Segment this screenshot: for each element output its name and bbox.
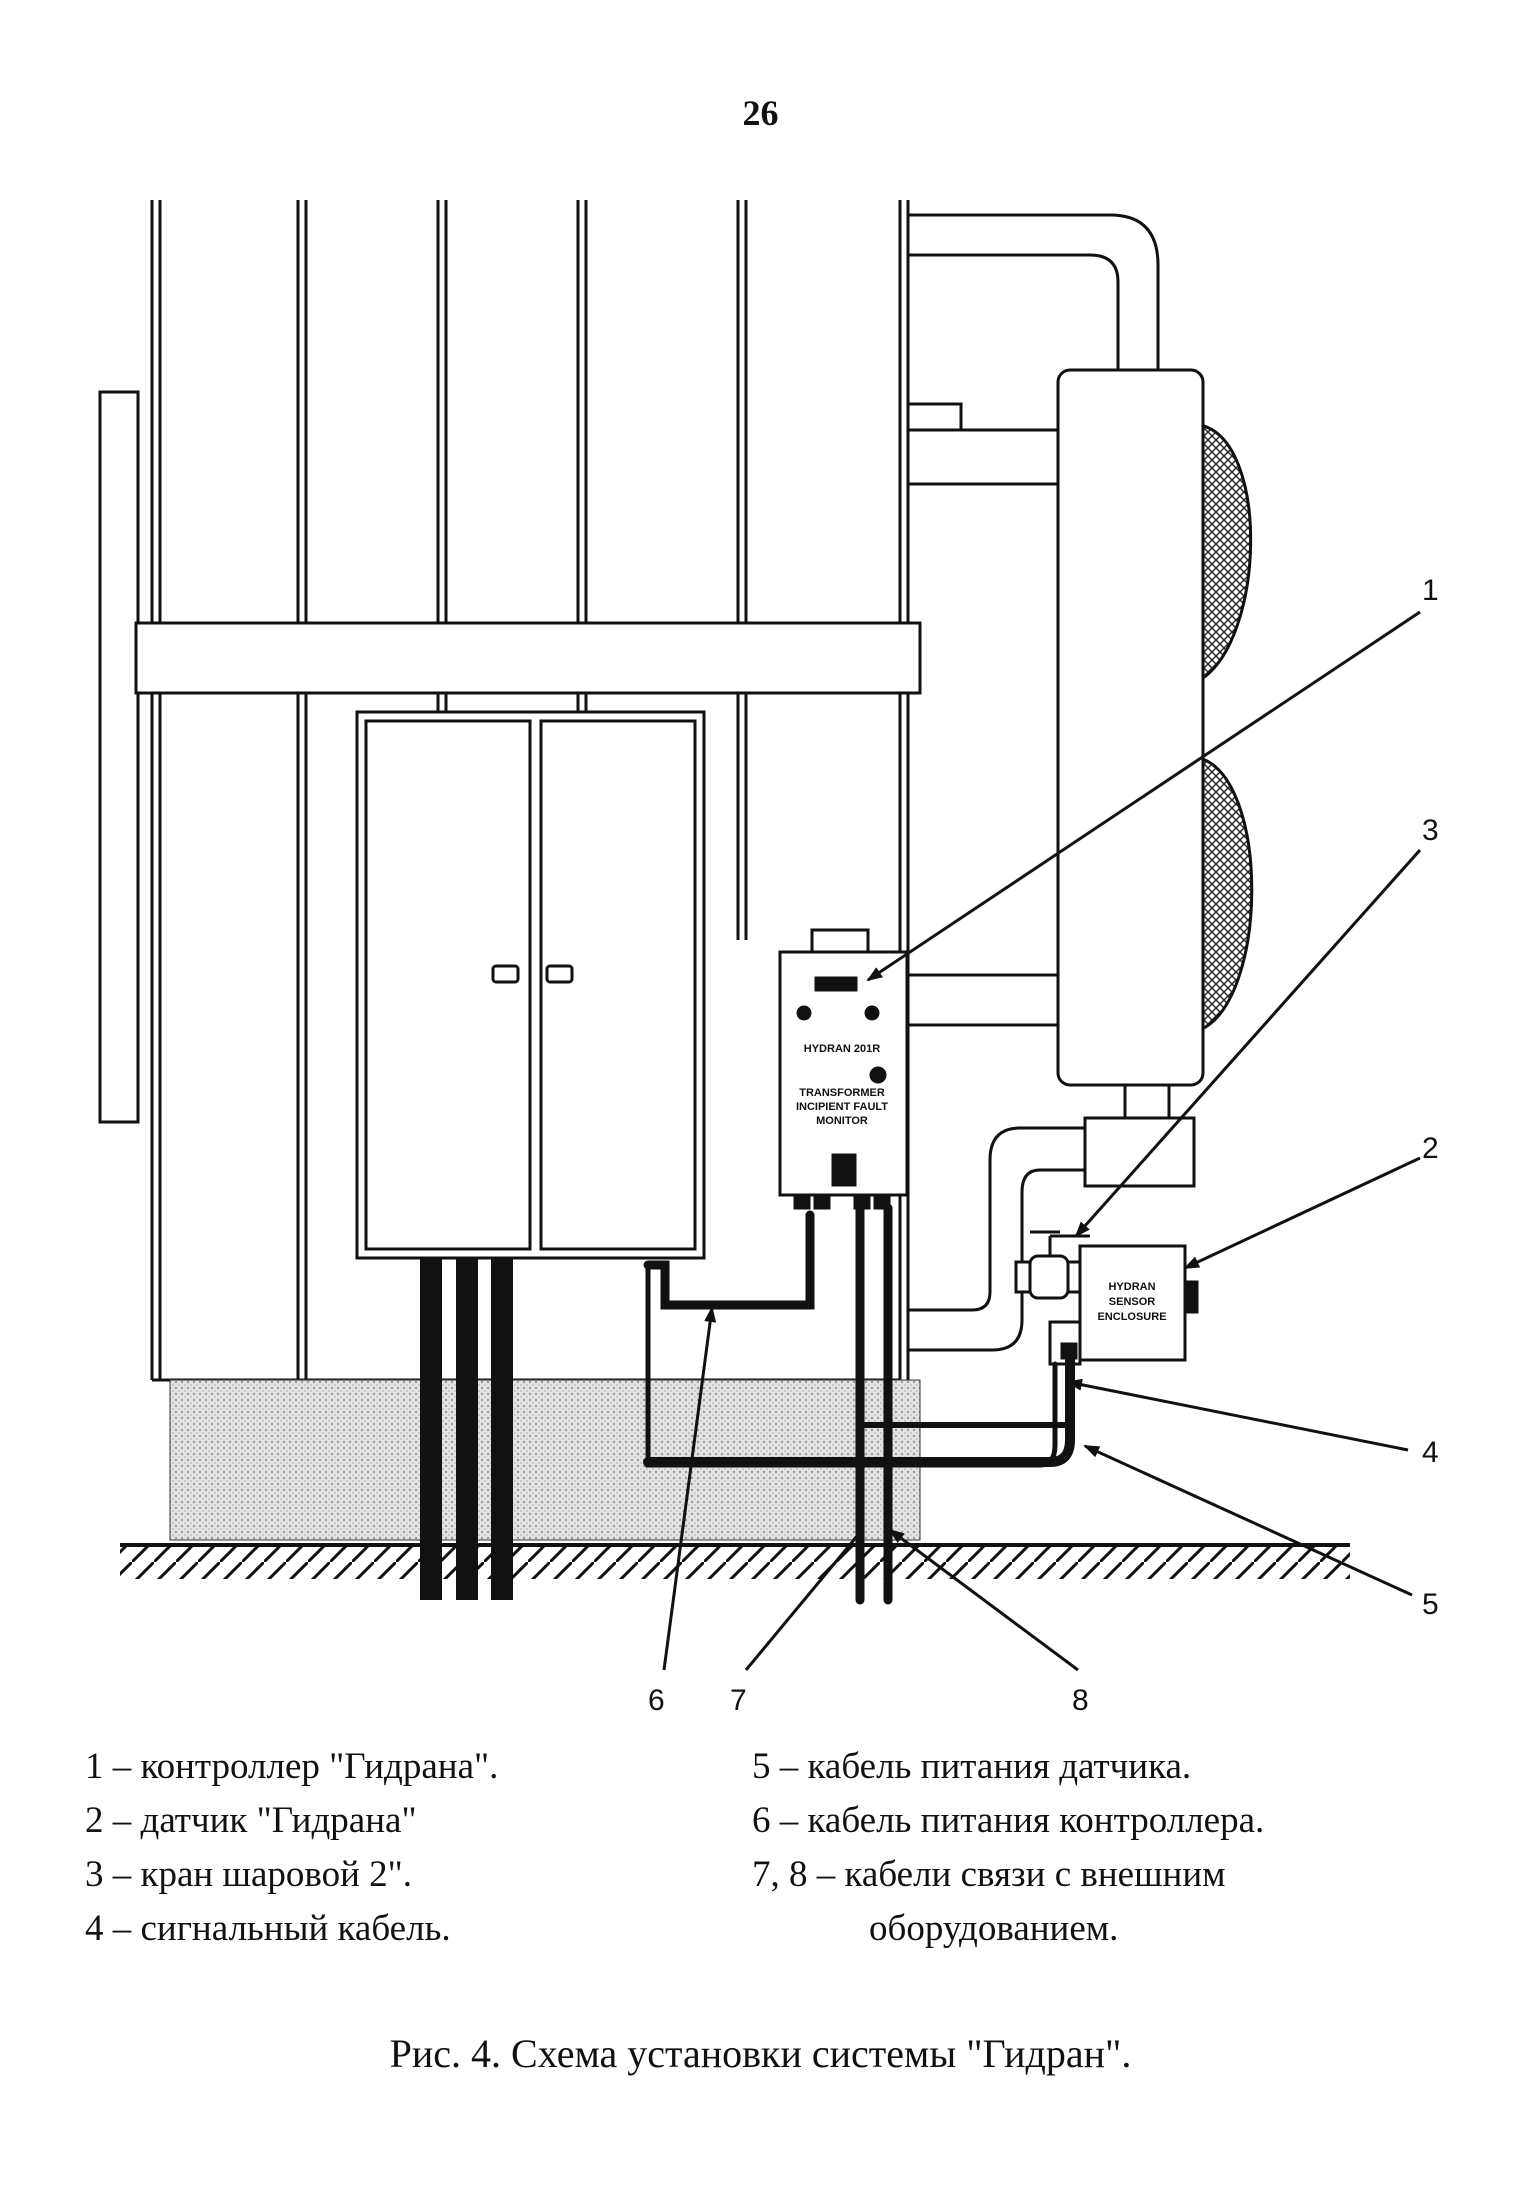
callout-8: 8 [1072, 1684, 1089, 1717]
controller-label-line-2: TRANSFORMER [799, 1087, 885, 1099]
callout-3: 3 [1422, 814, 1439, 847]
legend-item-2: 2 – датчик "Гидрана" [85, 1800, 417, 1841]
figure-caption: Рис. 4. Схема установки системы "Гидран"… [389, 2031, 1132, 2076]
legend-item-5: 5 – кабель питания датчика. [752, 1746, 1192, 1787]
callout-1: 1 [1422, 574, 1439, 607]
legend-item-7-8: 7, 8 – кабели связи с внешним [752, 1854, 1226, 1895]
callout-6: 6 [648, 1684, 665, 1717]
leader-lines [662, 610, 1422, 1672]
sensor-label-line-1: HYDRAN [1108, 1281, 1155, 1293]
legend-item-4: 4 – сигнальный кабель. [85, 1908, 451, 1949]
callout-4: 4 [1422, 1436, 1439, 1469]
leader-3 [1074, 849, 1422, 1238]
hydran-controller [778, 928, 909, 1210]
callout-5: 5 [1422, 1588, 1439, 1621]
legend-item-6: 6 – кабель питания контроллера. [752, 1800, 1265, 1841]
controller-label-model: HYDRAN 201R [804, 1043, 880, 1055]
ground [120, 1543, 1350, 1579]
leader-8 [888, 1528, 1079, 1672]
hydran-sensor [1048, 1244, 1199, 1366]
legend-left: 1 – контроллер "Гидрана". 2 – датчик "Ги… [85, 1740, 498, 1956]
sensor-label-line-3: ENCLOSURE [1097, 1311, 1166, 1323]
callout-7: 7 [730, 1684, 747, 1717]
leader-7 [744, 1534, 860, 1671]
legend-item-1: 1 – контроллер "Гидрана". [85, 1746, 499, 1787]
sensor-label: HYDRAN SENSOR ENCLOSURE [1097, 1281, 1166, 1323]
radiator-pipes [906, 213, 1196, 1352]
leader-5 [1083, 1444, 1413, 1597]
controller-label-line-3: INCIPIENT FAULT [796, 1101, 888, 1113]
legend-item-3: 3 – кран шаровой 2". [85, 1854, 412, 1895]
callout-numbers: 1 2 3 4 5 6 7 8 [648, 574, 1439, 1717]
controller-label-line-4: MONITOR [816, 1115, 868, 1127]
leader-4 [1066, 1378, 1409, 1452]
sensor-label-line-2: SENSOR [1109, 1296, 1156, 1308]
radiator-unit [1056, 368, 1254, 1087]
leader-6 [662, 1306, 717, 1671]
leader-1 [866, 610, 1421, 982]
callout-2: 2 [1422, 1132, 1439, 1165]
sensor-power-cable [643, 1355, 1075, 1467]
control-cabinet [355, 710, 706, 1260]
page-number: 26 [742, 93, 779, 133]
leader-2 [1183, 1156, 1421, 1270]
legend-item-7-8-continued: оборудованием. [869, 1908, 1119, 1949]
controller-power-cable [643, 1210, 815, 1310]
cabinet-cables [420, 1258, 513, 1600]
cables [643, 1203, 1075, 1605]
legend-right: 5 – кабель питания датчика. 6 – кабель п… [752, 1740, 1264, 1956]
controller-label: HYDRAN 201R TRANSFORMER INCIPIENT FAULT … [796, 1043, 888, 1127]
